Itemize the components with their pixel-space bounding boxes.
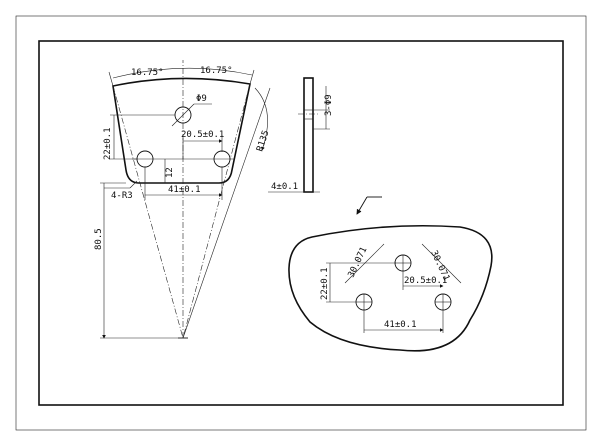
- detail-view: 30.071 30.071 22±0.1 20.5±0.1 41±0.1: [288, 224, 493, 352]
- side-view: 3-Φ9 4±0.1: [268, 77, 334, 193]
- radius-arc: [254, 87, 268, 151]
- vertical-offset-label: 22±0.1: [103, 127, 113, 160]
- side-profile: [303, 77, 314, 193]
- construction-line-left: [112, 85, 184, 339]
- part-view: 16.75° 16.75° R135 Φ9 20.5±0.1 12 22±0.1…: [94, 60, 272, 339]
- hole-spacing-inner-label: 20.5±0.1: [181, 130, 224, 140]
- blade-outline: [112, 77, 251, 184]
- small-height-label: 12: [165, 167, 175, 178]
- construction-line-right: [182, 83, 251, 339]
- hole-leader: [171, 103, 195, 127]
- thickness-label: 4±0.1: [271, 182, 298, 192]
- arc-radius-label: R135: [255, 129, 271, 153]
- detail-hole-spacing-label: 41±0.1: [384, 320, 417, 330]
- detail-hole-spacing-inner-label: 20.5±0.1: [404, 276, 447, 286]
- angle-right-label: 16.75°: [200, 66, 233, 76]
- angle-left-label: 16.75°: [131, 68, 164, 78]
- outer-border: [15, 15, 587, 431]
- hole-dia-label: Φ9: [196, 94, 207, 104]
- hole-callout-label: 3-Φ9: [324, 94, 334, 116]
- detail-outline: [288, 224, 493, 352]
- detail-vertical-offset-label: 22±0.1: [320, 267, 330, 300]
- corner-radius-label: 4-R3: [111, 191, 133, 201]
- view-arrow: [356, 196, 382, 215]
- hole-spacing-label: 41±0.1: [168, 185, 201, 195]
- detail-diag-left-label: 30.071: [347, 246, 370, 280]
- frame-border: [38, 40, 564, 406]
- radius-leader: [182, 87, 271, 339]
- angle-arc: [112, 67, 253, 79]
- overall-height-label: 80.5: [94, 228, 104, 250]
